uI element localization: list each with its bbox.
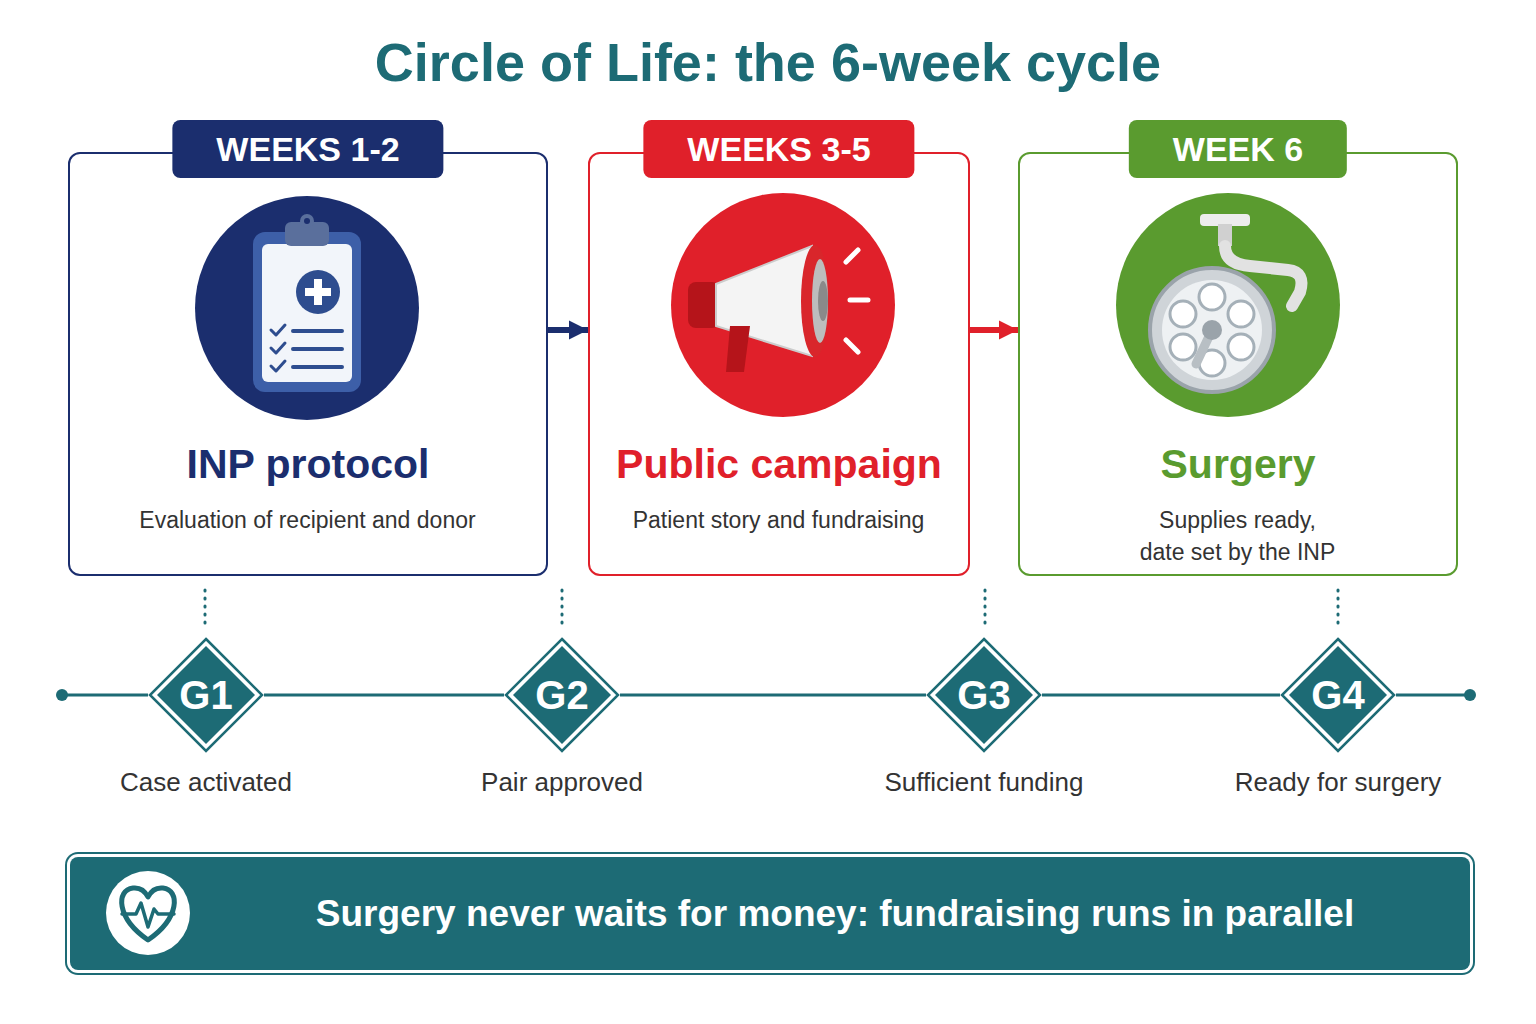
clipboard-clip [285, 222, 329, 246]
lamp-light [1228, 334, 1254, 360]
milestone-code: G3 [926, 637, 1042, 753]
checklist-lines [293, 331, 342, 367]
banner-message: Surgery never waits for money: fundraisi… [200, 857, 1470, 970]
lamp-mount [1200, 214, 1250, 226]
clipboard-paper [262, 244, 352, 382]
milestone-code: G2 [504, 637, 620, 753]
lamp-head [1150, 268, 1274, 392]
lamp-light [1228, 301, 1254, 327]
milestone-label: Pair approved [481, 767, 643, 797]
milestone-label: Sufficient funding [885, 767, 1084, 797]
milestone-diamond: G1Case activated [148, 637, 264, 753]
milestone-label: Case activated [120, 767, 292, 797]
stage-description: Evaluation of recipient and donor [88, 504, 528, 536]
stage-tab-label: WEEK 6 [1129, 120, 1347, 178]
stage-description: Patient story and fundraising [594, 504, 964, 536]
surgical-lamp-icon [1150, 214, 1302, 392]
check-marks [271, 325, 285, 371]
clipboard-clip [300, 214, 314, 228]
lamp-light [1170, 301, 1196, 327]
megaphone-bell [812, 259, 828, 343]
timeline-segment [1042, 694, 1280, 697]
icon-circle [671, 193, 895, 417]
lamp-arm [1225, 246, 1302, 306]
stage-tab-label: WEEKS 1-2 [172, 120, 443, 178]
timeline-segment [264, 694, 504, 697]
clipboard-icon [253, 214, 361, 392]
lamp-handle [1196, 330, 1212, 364]
stage-box: WEEKS 1-2INP protocolEvaluation of recip… [68, 152, 548, 576]
flow-arrow [548, 327, 588, 333]
lamp-mount [1218, 224, 1232, 246]
lamp-light [1199, 350, 1225, 376]
message-banner: Surgery never waits for money: fundraisi… [70, 857, 1470, 970]
sound-lines [846, 250, 868, 352]
megaphone-back [688, 282, 720, 328]
dotted-tick [205, 590, 1338, 628]
stage-box: WEEK 6SurgerySupplies ready, date set by… [1018, 152, 1458, 576]
stage-tab-label: WEEKS 3-5 [643, 120, 914, 178]
milestone-label: Ready for surgery [1235, 767, 1442, 797]
megaphone-cone [716, 246, 812, 356]
milestone-diamond: G3Sufficient funding [926, 637, 1042, 753]
megaphone-handle [726, 326, 750, 372]
timeline-segment [620, 694, 926, 697]
stage-heading: Public campaign [590, 434, 968, 494]
stage-box: WEEKS 3-5Public campaignPatient story an… [588, 152, 970, 576]
icon-circle [1116, 193, 1340, 417]
flow-arrow [970, 327, 1018, 333]
icon-circle [195, 196, 419, 420]
megaphone-bell [818, 281, 828, 321]
megaphone-icon [688, 245, 868, 372]
stage-description: Supplies ready, date set by the INP [1138, 504, 1338, 568]
milestone-diamond: G4Ready for surgery [1280, 637, 1396, 753]
lamp-light [1170, 334, 1196, 360]
milestone-code: G4 [1280, 637, 1396, 753]
timeline-end [62, 694, 1470, 697]
stage-heading: INP protocol [70, 434, 546, 494]
lamp-head [1162, 280, 1262, 380]
megaphone-rim [801, 245, 829, 357]
medical-cross [305, 288, 331, 296]
medical-cross [314, 279, 322, 305]
clipboard-clip [304, 218, 310, 224]
stage-heading: Surgery [1020, 434, 1456, 494]
medical-cross [296, 270, 340, 314]
lamp-knob [1202, 320, 1222, 340]
timeline-dot [1464, 689, 1476, 701]
milestone-diamond: G2Pair approved [504, 637, 620, 753]
milestone-code: G1 [148, 637, 264, 753]
lamp-light [1199, 284, 1225, 310]
clipboard-board [253, 232, 361, 392]
timeline-dot [56, 689, 68, 701]
diagram-title: Circle of Life: the 6-week cycle [0, 20, 1536, 104]
